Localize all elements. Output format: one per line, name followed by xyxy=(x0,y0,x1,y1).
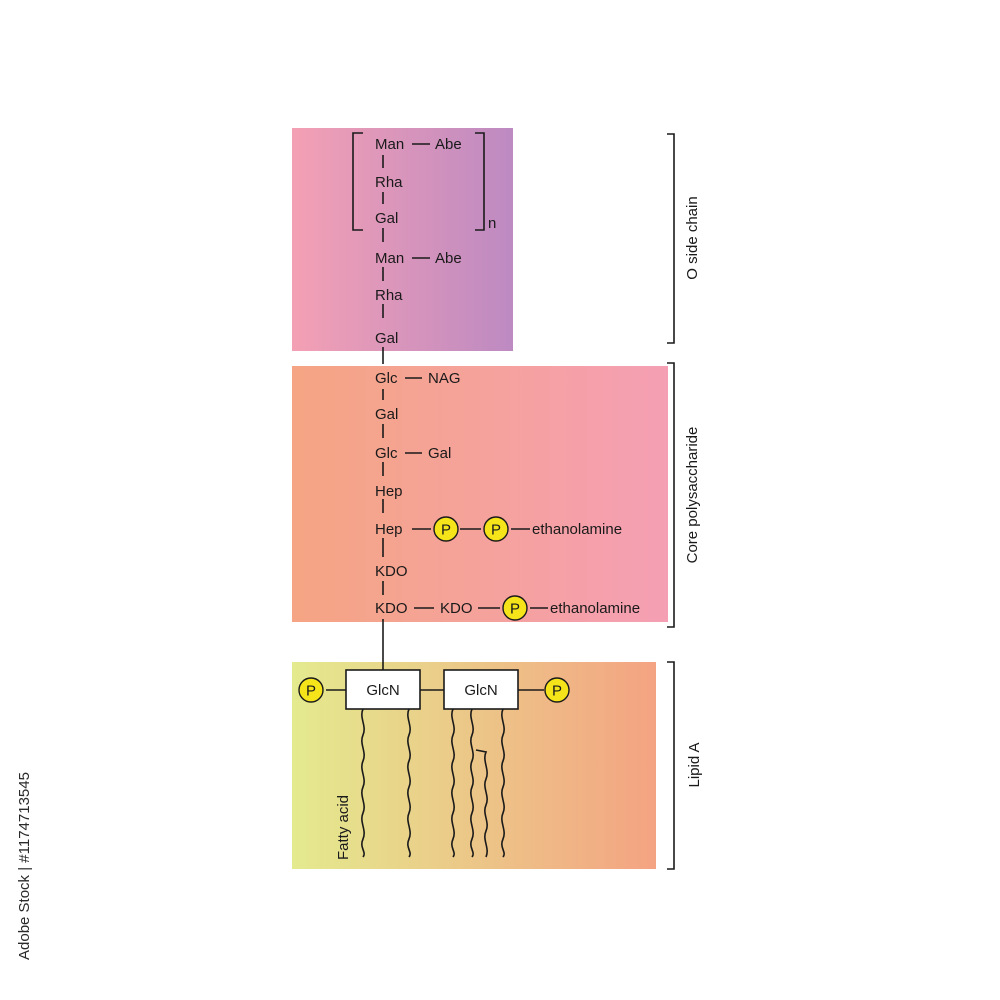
sugar-gal-branch: Gal xyxy=(428,445,451,462)
phosphate-label: P xyxy=(441,522,451,539)
phosphate-group: P xyxy=(433,516,459,542)
phosphate-group: P xyxy=(502,595,528,621)
sugar-glc-1: Glc xyxy=(375,370,398,387)
stock-credit: Adobe Stock | #1174713545 xyxy=(16,772,33,960)
glcn-left-box xyxy=(345,669,421,710)
brace-core xyxy=(667,362,675,628)
glcn-right-box xyxy=(443,669,519,710)
phosphate-label: P xyxy=(552,683,562,700)
sugar-glc-2: Glc xyxy=(375,445,398,462)
sugar-nag: NAG xyxy=(428,370,461,387)
core-polysaccharide-region xyxy=(292,366,668,622)
sugar-rha-repeat: Rha xyxy=(375,174,403,191)
repeat-bracket-left xyxy=(352,132,363,231)
phosphate-circle xyxy=(483,516,509,542)
fatty-acid-label: Fatty acid xyxy=(335,795,352,860)
fatty-acid-chain xyxy=(470,708,474,858)
o-side-chain-region xyxy=(292,128,513,351)
brace-o-side-chain xyxy=(667,133,675,344)
sugar-gal-repeat: Gal xyxy=(375,210,398,227)
fatty-acid-chain xyxy=(361,708,365,858)
sugar-abe: Abe xyxy=(435,250,462,267)
sugar-kdo-1: KDO xyxy=(375,563,408,580)
section-label-o-side-chain: O side chain xyxy=(684,196,701,279)
fatty-acid-chain xyxy=(475,749,488,858)
fatty-acid-chain xyxy=(501,708,505,858)
phosphate-circle xyxy=(544,677,570,703)
fatty-acid-chain xyxy=(451,708,455,858)
sugar-kdo-2: KDO xyxy=(375,600,408,617)
phosphate-circle xyxy=(502,595,528,621)
sugar-man-repeat: Man xyxy=(375,136,404,153)
phosphate-group: P xyxy=(483,516,509,542)
sugar-rha: Rha xyxy=(375,287,403,304)
sugar-gal-core: Gal xyxy=(375,406,398,423)
sugar-kdo-branch: KDO xyxy=(440,600,473,617)
glcn-right-label: GlcN xyxy=(464,682,497,699)
section-label-lipid-a: Lipid A xyxy=(686,742,703,787)
phosphate-label: P xyxy=(306,683,316,700)
sugar-abe-repeat: Abe xyxy=(435,136,462,153)
phosphate-label: P xyxy=(491,522,501,539)
repeat-subscript: n xyxy=(488,215,496,232)
fatty-acid-chain xyxy=(407,708,411,858)
sugar-gal: Gal xyxy=(375,330,398,347)
sugar-man: Man xyxy=(375,250,404,267)
phosphate-circle xyxy=(433,516,459,542)
phosphate-group: P xyxy=(298,677,324,703)
brace-lipid-a xyxy=(667,661,675,870)
sugar-hep-2: Hep xyxy=(375,521,403,538)
phosphate-circle xyxy=(298,677,324,703)
phosphate-group: P xyxy=(544,677,570,703)
branch-bonds xyxy=(326,143,548,691)
repeat-bracket-right xyxy=(475,132,485,231)
section-label-core: Core polysaccharide xyxy=(684,427,701,564)
phosphate-label: P xyxy=(510,601,520,618)
ethanolamine-label-1: ethanolamine xyxy=(532,521,622,538)
ethanolamine-label-2: ethanolamine xyxy=(550,600,640,617)
sugar-hep-1: Hep xyxy=(375,483,403,500)
fatty-acid-chains xyxy=(361,708,505,858)
glcn-left-label: GlcN xyxy=(366,682,399,699)
